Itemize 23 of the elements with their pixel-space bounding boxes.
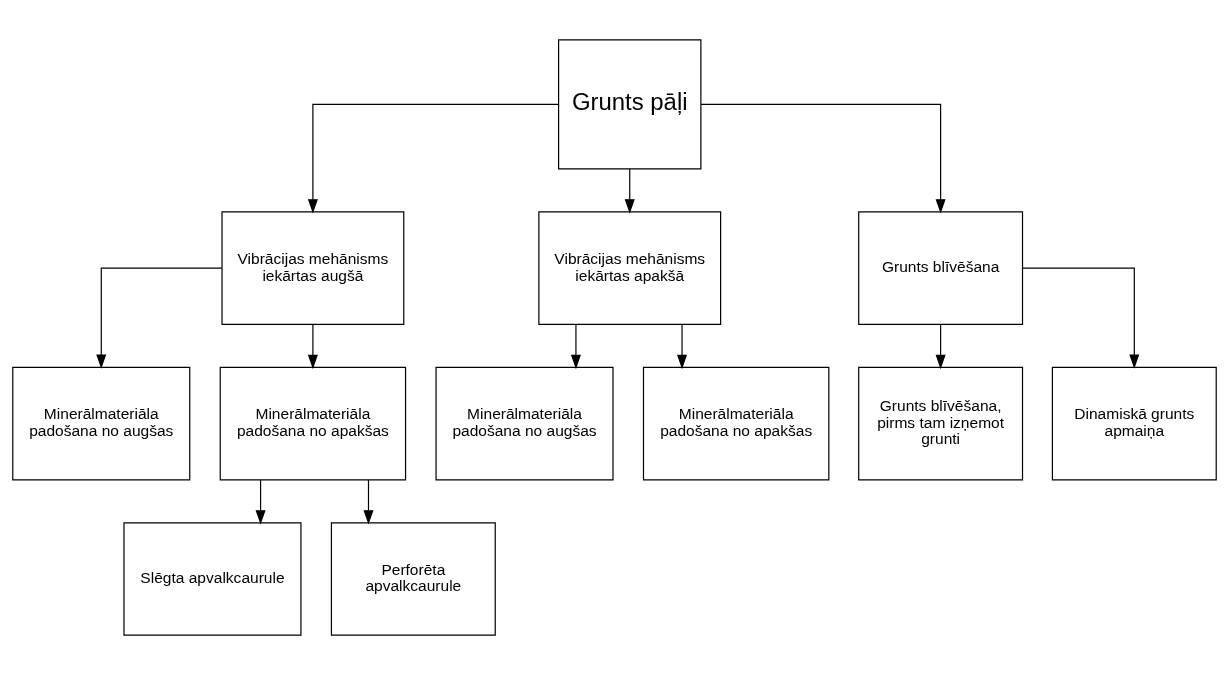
arrow	[255, 479, 266, 525]
node-box: Slēgta apvalkcaurule	[123, 521, 302, 636]
node-box: Grunts blīvēšana, pirms tam izņemot grunti	[858, 366, 1024, 480]
node-box: Grunts blīvēšana	[858, 210, 1024, 325]
node-box: Dinamiskā grunts apmaiņa	[1051, 366, 1217, 480]
arrow	[96, 267, 223, 369]
arrow	[363, 479, 374, 525]
arrow	[1022, 267, 1140, 369]
node-box: Minerālmateriāla padošana no augšas	[12, 366, 191, 480]
arrow	[700, 103, 946, 214]
arrow	[624, 168, 635, 214]
node-box: Vibrācijas mehānisms iekārtas augšā	[221, 210, 405, 325]
node-box: Minerālmateriāla padošana no apakšas	[642, 366, 830, 480]
node-box: Perforēta apvalkcaurule	[330, 521, 496, 636]
arrow	[307, 103, 559, 214]
arrow	[677, 323, 688, 369]
node-box: Grunts pāļi	[558, 38, 702, 169]
arrow	[935, 323, 946, 369]
node-box: Minerālmateriāla padošana no augšas	[435, 366, 614, 480]
arrow	[307, 323, 318, 369]
arrow	[570, 323, 581, 369]
node-box: Minerālmateriāla padošana no apakšas	[219, 366, 407, 480]
node-box: Vibrācijas mehānisms iekārtas apakšā	[538, 210, 722, 325]
